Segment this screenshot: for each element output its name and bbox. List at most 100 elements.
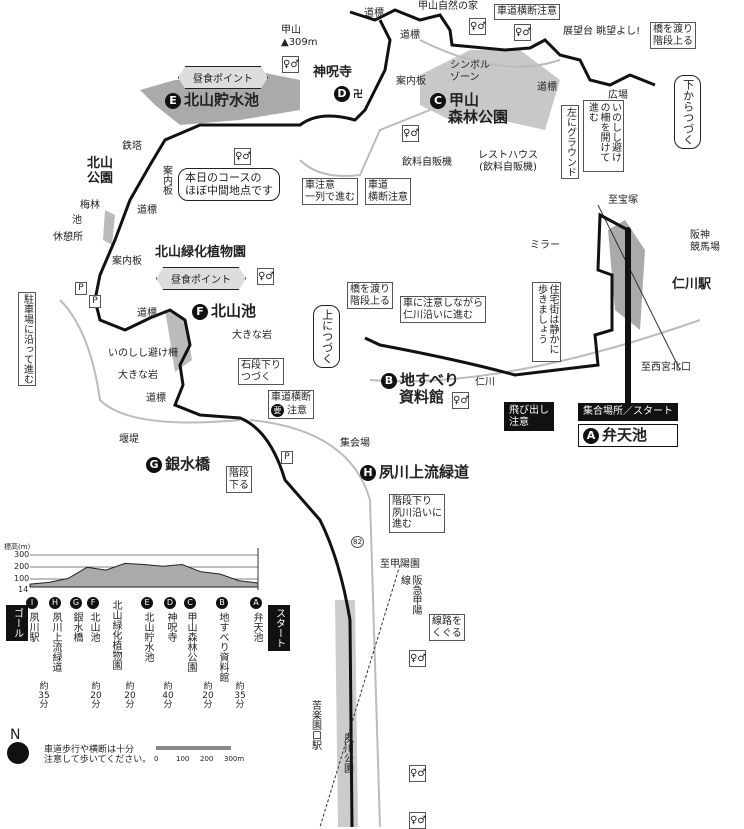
label-signpost: 道標	[137, 205, 157, 216]
stop-badge: C	[184, 597, 196, 609]
label-info-board: 案内板	[160, 165, 172, 195]
label-nigawa-station: 仁川駅	[672, 277, 712, 292]
lunch-point-badge: 昼食ポイント	[156, 267, 246, 290]
stop-badge: B	[216, 597, 228, 609]
toilet-icon: ♀♂	[234, 148, 251, 165]
tick-100: 100	[14, 574, 30, 583]
jr-line	[597, 204, 681, 371]
label-to-nishinomiya: 至西宮北口	[641, 362, 691, 373]
stop-name: 北山緑化植物園	[110, 600, 121, 670]
label-fence-gate: いのしし避けの柵を開けて進む	[583, 100, 624, 172]
toilet-icon: ♀♂	[409, 765, 426, 782]
label-signpost: 道標	[400, 30, 420, 41]
segment-time: 約20分	[202, 682, 214, 710]
roads	[59, 39, 701, 827]
label-info-board: 案内板	[396, 76, 426, 87]
goal-label: ゴール	[6, 605, 28, 641]
segment-time: 約40分	[162, 682, 174, 710]
parking-icon: P	[89, 295, 101, 308]
segment-time: 約20分	[90, 682, 102, 710]
stop-name: 夙川駅	[27, 612, 38, 642]
label-tower: 鉄塔	[122, 141, 142, 152]
segment-time: 約35分	[234, 682, 246, 710]
toilet-icon: ♀♂	[452, 392, 469, 409]
toilet-icon: ♀♂	[257, 268, 274, 285]
label-signpost: 道標	[137, 308, 157, 319]
label-resthouse: レストハウス (飲料自販機)	[478, 150, 538, 173]
tick-300: 300	[14, 550, 30, 559]
label-crossing-caution: 車道 横断注意	[365, 178, 411, 205]
toilet-icon: ♀♂	[409, 650, 426, 667]
start-banner: 集合場所／スタート	[578, 403, 678, 421]
label-left-ground: 左にグラウンド	[561, 105, 579, 179]
tick-200: 200	[14, 562, 30, 571]
label-shukugawa-park: 夙川公園	[341, 733, 353, 773]
label-signpost: 道標	[537, 82, 557, 93]
label-viewpoint: 展望台 眺望よし!	[563, 26, 641, 37]
stop-name: 銀水橋	[71, 612, 82, 642]
label-plaza: 広場	[608, 90, 628, 101]
label-residential: 住宅街は静かに歩きましょう	[532, 282, 561, 362]
label-meeting-hall: 集会場	[340, 438, 370, 449]
label-vending: 飲料自販機	[402, 157, 452, 168]
label-stone-steps: 石段下り つづく	[238, 358, 284, 385]
label-dash-out-caution: 飛び出し 注意	[504, 402, 554, 431]
label-weir: 堰堤	[119, 434, 139, 445]
label-info-board: 案内板	[112, 256, 142, 267]
profile-stop: G 銀水橋	[69, 597, 83, 642]
label-kurakuenguchi-station: 苦楽園口駅	[309, 700, 321, 750]
label-boar-fence: いのしし避け柵	[108, 348, 178, 359]
stop-name: 甲山森林公園	[185, 612, 196, 672]
scale-0: 0	[154, 755, 159, 763]
label-kitayama-park: 北山 公園	[87, 156, 114, 186]
north-arrow-icon	[7, 742, 29, 764]
segment-time: 約20分	[124, 682, 136, 710]
label-steps-down: 階段 下る	[226, 466, 252, 493]
stop-badge: F	[87, 597, 99, 609]
elevation-unit: 標高(m)	[4, 543, 31, 551]
label-bridge-steps: 橋を渡り 階段上る	[650, 22, 696, 49]
stop-name: 地すべり資料館	[217, 612, 228, 682]
scale-300: 300m	[224, 755, 245, 763]
label-under-track: 線路を くぐる	[429, 614, 465, 641]
label-crossing-caution: 車道横断注意	[494, 4, 560, 20]
lunch-point-badge: 昼食ポイント	[178, 66, 268, 89]
stop-name: 北山池	[88, 612, 99, 642]
toilet-icon: ♀♂	[514, 24, 531, 41]
label-crossing: 車道横断要注意	[268, 390, 314, 419]
tick-14: 14	[18, 585, 29, 594]
label-car-caution: 車に注意しながら 仁川沿いに進む	[400, 296, 486, 323]
label-botanical-garden: 北山緑化植物園	[155, 245, 247, 260]
hankyu-line	[319, 564, 401, 827]
label-big-rock: 大きな岩	[118, 370, 158, 381]
label-hankyu-koyo-line: 阪急甲陽線	[398, 575, 422, 615]
label-racecourse: 阪神 競馬場	[690, 230, 720, 253]
label-summit: ▲309m	[281, 37, 318, 48]
segment-time: 約35分	[38, 682, 50, 710]
forest-park-area	[420, 50, 560, 130]
profile-stop: B 地すべり資料館	[215, 597, 229, 682]
toilet-icon: ♀♂	[469, 18, 486, 35]
scale-bar	[156, 746, 231, 750]
stop-name: 神呪寺	[165, 612, 176, 642]
continue-from-below: 下からつづく	[674, 75, 701, 149]
label-nature-house: 甲山自然の家	[418, 1, 478, 13]
stop-badge: E	[141, 597, 153, 609]
label-bridge-steps: 橋を渡り 階段上る	[347, 282, 393, 309]
scale-200: 200	[200, 755, 214, 763]
label-symbol-zone: シンボル ゾーン	[450, 60, 490, 83]
route-82-sign: 82	[351, 536, 364, 549]
elevation-chart	[29, 548, 259, 590]
parking-icon: P	[75, 282, 87, 295]
stop-badge: G	[70, 597, 82, 609]
